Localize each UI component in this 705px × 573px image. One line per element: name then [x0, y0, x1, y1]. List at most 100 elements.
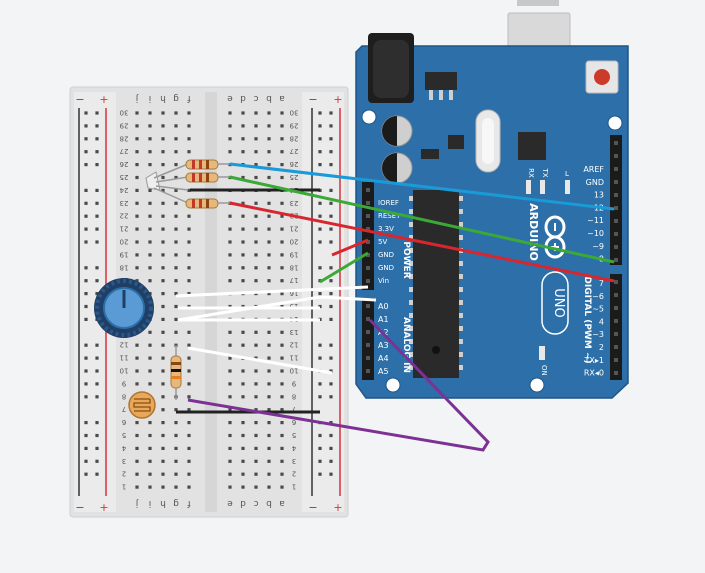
breadboard-hole[interactable]: [135, 188, 139, 192]
breadboard-hole[interactable]: [174, 459, 178, 463]
breadboard-hole[interactable]: [254, 343, 258, 347]
breadboard-hole[interactable]: [174, 240, 178, 244]
rail-hole[interactable]: [84, 317, 88, 321]
breadboard-hole[interactable]: [228, 421, 232, 425]
resistor-icon[interactable]: [185, 172, 230, 183]
breadboard-hole[interactable]: [254, 356, 258, 360]
rail-hole[interactable]: [84, 240, 88, 244]
breadboard-hole[interactable]: [267, 472, 271, 476]
breadboard-hole[interactable]: [267, 150, 271, 154]
breadboard-hole[interactable]: [228, 369, 232, 373]
rail-hole[interactable]: [318, 446, 322, 450]
header-socket[interactable]: [614, 141, 618, 145]
rail-hole[interactable]: [329, 343, 333, 347]
breadboard-hole[interactable]: [267, 266, 271, 270]
rail-hole[interactable]: [95, 395, 99, 399]
breadboard-hole[interactable]: [187, 214, 191, 218]
breadboard-hole[interactable]: [148, 227, 152, 231]
breadboard-hole[interactable]: [174, 124, 178, 128]
breadboard-hole[interactable]: [161, 124, 165, 128]
breadboard-hole[interactable]: [148, 279, 152, 283]
breadboard-hole[interactable]: [174, 304, 178, 309]
rail-hole[interactable]: [329, 124, 333, 128]
potentiometer-icon[interactable]: [94, 278, 154, 338]
breadboard-hole[interactable]: [187, 150, 191, 154]
rail-hole[interactable]: [329, 395, 333, 399]
breadboard-hole[interactable]: [148, 163, 152, 167]
breadboard-hole[interactable]: [174, 408, 178, 412]
rail-hole[interactable]: [84, 433, 88, 438]
breadboard-hole[interactable]: [228, 485, 232, 489]
rail-hole[interactable]: [84, 266, 88, 270]
breadboard-hole[interactable]: [187, 343, 191, 347]
breadboard-hole[interactable]: [280, 421, 284, 425]
breadboard-hole[interactable]: [187, 240, 191, 244]
breadboard-hole[interactable]: [174, 201, 178, 205]
breadboard-hole[interactable]: [241, 253, 245, 257]
breadboard-hole[interactable]: [267, 137, 271, 141]
breadboard-hole[interactable]: [135, 111, 139, 115]
header-socket[interactable]: [614, 154, 618, 158]
rail-hole[interactable]: [329, 137, 333, 141]
rail-hole[interactable]: [84, 292, 88, 296]
breadboard-hole[interactable]: [267, 292, 271, 296]
header-socket[interactable]: [366, 253, 370, 257]
rail-hole[interactable]: [318, 240, 322, 244]
breadboard-hole[interactable]: [135, 382, 139, 386]
rail-hole[interactable]: [329, 317, 333, 321]
rail-hole[interactable]: [329, 266, 333, 270]
breadboard-hole[interactable]: [267, 201, 271, 205]
breadboard-hole[interactable]: [228, 227, 232, 231]
breadboard-hole[interactable]: [187, 188, 191, 192]
breadboard-hole[interactable]: [174, 421, 178, 425]
breadboard-hole[interactable]: [161, 408, 165, 412]
breadboard-hole[interactable]: [135, 369, 139, 373]
breadboard-hole[interactable]: [135, 446, 139, 450]
breadboard-hole[interactable]: [280, 214, 284, 218]
breadboard-hole[interactable]: [135, 227, 139, 231]
breadboard-hole[interactable]: [187, 253, 191, 257]
breadboard-hole[interactable]: [267, 446, 271, 450]
header-socket[interactable]: [614, 319, 618, 323]
breadboard-hole[interactable]: [280, 111, 284, 115]
breadboard-hole[interactable]: [161, 111, 165, 115]
breadboard-hole[interactable]: [254, 395, 258, 399]
breadboard-hole[interactable]: [254, 253, 258, 257]
reset-button-cap-icon[interactable]: [594, 69, 610, 85]
breadboard-hole[interactable]: [267, 227, 271, 231]
rail-hole[interactable]: [84, 472, 88, 476]
breadboard-hole[interactable]: [135, 266, 139, 270]
breadboard-hole[interactable]: [254, 369, 258, 373]
breadboard-hole[interactable]: [135, 163, 139, 167]
breadboard-hole[interactable]: [187, 459, 191, 463]
breadboard-hole[interactable]: [187, 227, 191, 231]
breadboard-hole[interactable]: [174, 150, 178, 154]
breadboard-hole[interactable]: [174, 163, 178, 167]
breadboard-hole[interactable]: [174, 227, 178, 231]
header-socket[interactable]: [614, 167, 618, 171]
breadboard-hole[interactable]: [135, 137, 139, 141]
breadboard-hole[interactable]: [161, 201, 165, 205]
breadboard-hole[interactable]: [254, 266, 258, 270]
header-socket[interactable]: [366, 356, 370, 360]
rail-hole[interactable]: [84, 163, 88, 167]
breadboard-hole[interactable]: [174, 446, 178, 450]
rail-hole[interactable]: [84, 356, 88, 360]
green-signal-wire[interactable]: [229, 175, 615, 264]
breadboard-hole[interactable]: [187, 292, 191, 296]
breadboard-hole[interactable]: [228, 446, 232, 450]
breadboard-hole[interactable]: [187, 330, 191, 334]
breadboard-hole[interactable]: [280, 356, 284, 360]
rail-hole[interactable]: [84, 214, 88, 218]
rail-hole[interactable]: [84, 124, 88, 128]
breadboard-hole[interactable]: [228, 279, 232, 283]
breadboard-hole[interactable]: [228, 124, 232, 128]
breadboard-hole[interactable]: [241, 150, 245, 154]
header-socket[interactable]: [614, 206, 618, 210]
breadboard-hole[interactable]: [280, 137, 284, 141]
breadboard-hole[interactable]: [161, 253, 165, 257]
rail-hole[interactable]: [95, 382, 99, 386]
breadboard-hole[interactable]: [254, 175, 258, 180]
breadboard-hole[interactable]: [148, 111, 152, 115]
